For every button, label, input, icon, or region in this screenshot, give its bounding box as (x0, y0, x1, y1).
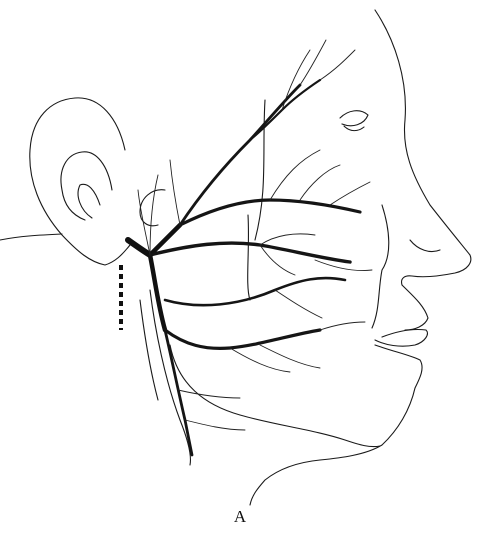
nerve-cervicofacial-division (150, 255, 165, 330)
nerve-zygomatic-branch (180, 200, 360, 225)
nerve-cervical-fine (178, 390, 245, 430)
mandible-line (170, 345, 380, 447)
nerve-temporal-branch-2 (250, 80, 320, 140)
neck-line-2 (140, 300, 158, 400)
ear-to-neck (0, 234, 62, 240)
face-profile-upper (375, 10, 471, 285)
nerve-zygomatic-fine (270, 150, 370, 205)
panel-label: A (0, 507, 480, 527)
face-profile-mouth (375, 285, 428, 346)
nasolabial-contour (372, 205, 389, 328)
face-outline (140, 10, 471, 505)
facial-nerve (128, 40, 372, 455)
ear-helix (30, 98, 130, 265)
jaw-underside (250, 460, 320, 505)
ear (0, 98, 165, 265)
nerve-marginal-mandibular-fine (230, 322, 365, 372)
nerve-buccal-branch (150, 243, 350, 262)
ear-antihelix (61, 152, 112, 220)
ear-concha (78, 184, 100, 218)
neck-line (150, 290, 191, 465)
nostril (410, 240, 440, 252)
nerve-posterior-fine (138, 160, 180, 255)
nerve-main-trunk (128, 240, 150, 255)
nerve-marginal-mandibular-branch (165, 330, 320, 348)
eye (340, 111, 368, 131)
face-profile-chin (320, 345, 422, 460)
nerve-buccal-branch-2 (165, 278, 345, 305)
